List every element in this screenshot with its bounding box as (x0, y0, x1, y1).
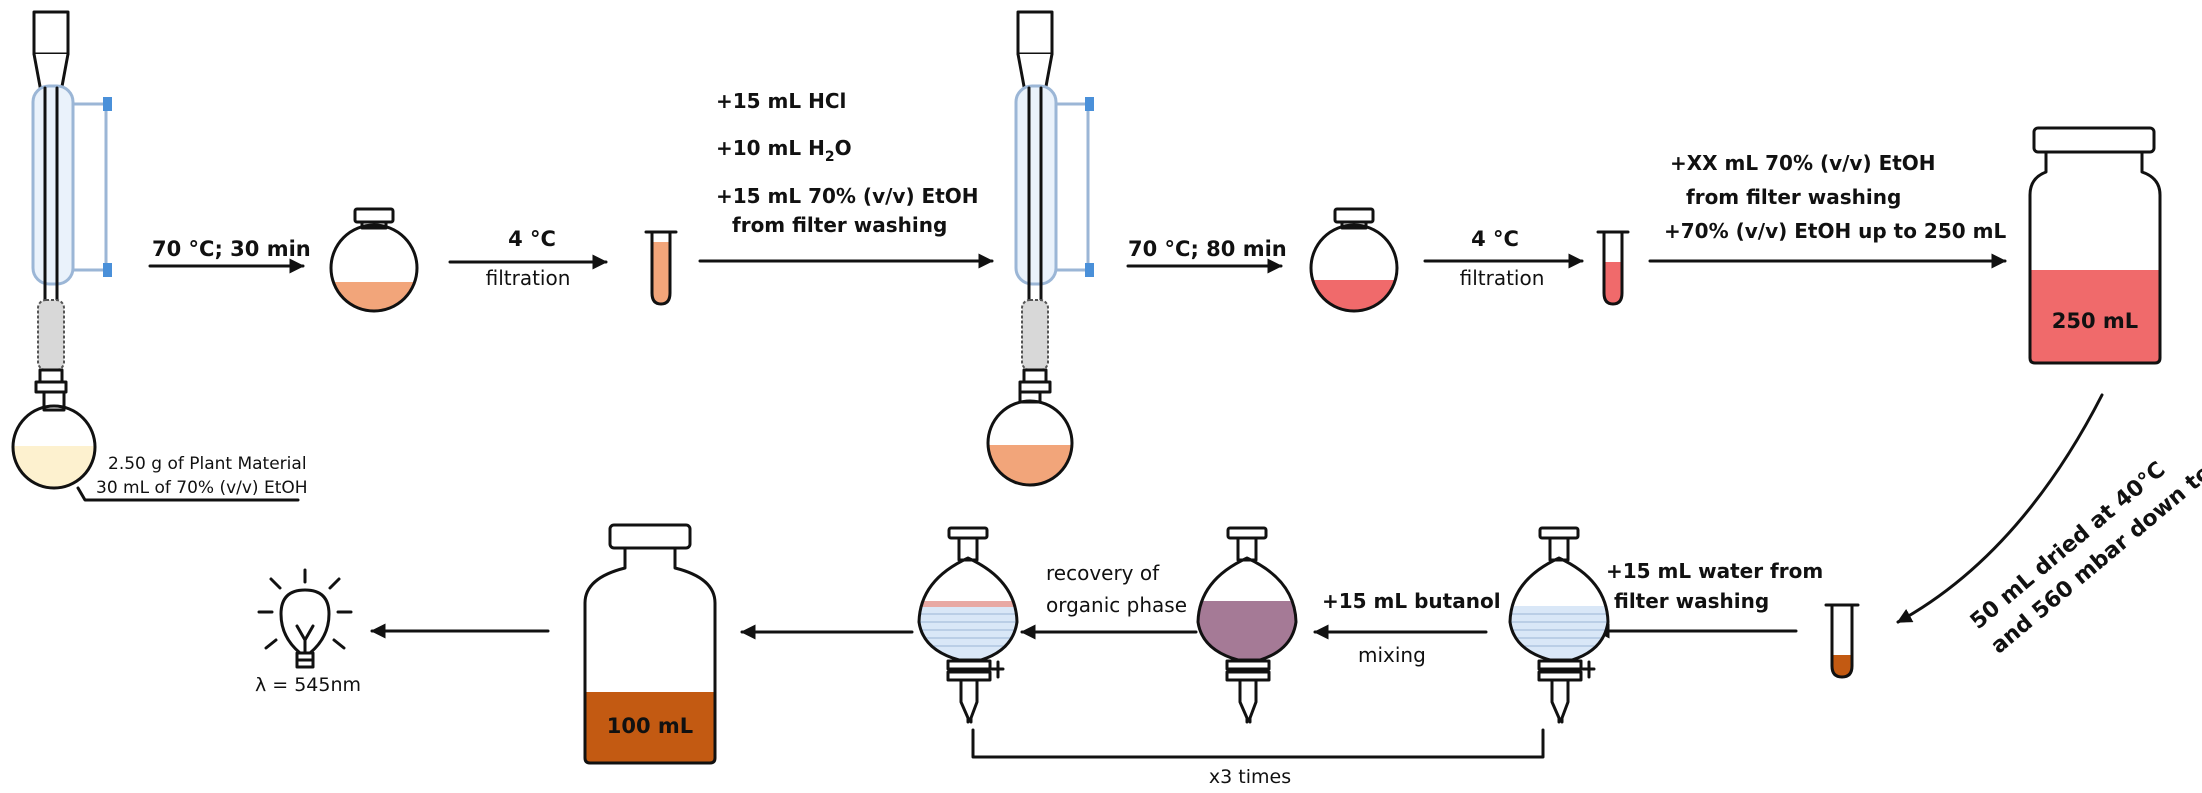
separatory-funnel-1 (1508, 526, 1610, 724)
add2-line1: +XX mL 70% (v/v) EtOH (1670, 151, 1936, 175)
round-flask-reflux-2 (986, 390, 1074, 487)
repeat-label: x3 times (1209, 766, 1291, 788)
cotton-plug-1 (37, 299, 65, 371)
start-materials-label: 2.50 g of Plant Material 30 mL of 70% (v… (76, 454, 308, 502)
bottle-250ml: 250 mL (2028, 126, 2162, 365)
drying-label: 50 mL dried at 40°C and 560 mbar down to… (1966, 392, 2202, 659)
cool-1-temp: 4 °C (508, 227, 556, 251)
add-etoh-source: from filter washing (732, 213, 947, 237)
step-cool-1: 4 °C filtration (448, 227, 608, 290)
cool-1-filtration: filtration (486, 266, 571, 290)
add2-line2: from filter washing (1686, 185, 1901, 209)
heat-2-label: 70 °C; 80 min (1128, 237, 1287, 261)
arrow-drying (1896, 393, 2104, 624)
step-add-butanol: +15 mL butanol mixing (1313, 589, 1501, 667)
add-water-end: O (835, 136, 852, 160)
start-label-line2: 30 mL of 70% (v/v) EtOH (96, 478, 308, 498)
add-butanol-label: +15 mL butanol (1322, 589, 1501, 613)
bottle-100-liquid (585, 692, 715, 763)
separatory-funnel-3 (917, 526, 1019, 724)
start-label-line1: 2.50 g of Plant Material (108, 454, 307, 474)
add-etoh: +15 mL 70% (v/v) EtOH (716, 184, 979, 208)
step-additions-2: +XX mL 70% (v/v) EtOH from filter washin… (1648, 151, 2007, 269)
add2-line3: +70% (v/v) EtOH up to 250 mL (1664, 219, 2006, 243)
bottle-250-label: 250 mL (2052, 309, 2138, 333)
step-recovery: recovery of organic phase (1020, 561, 1198, 640)
heat-1-label: 70 °C; 30 min (152, 237, 311, 261)
mixing-label: mixing (1358, 643, 1426, 667)
bottle-250-liquid (2030, 270, 2160, 363)
round-flask-1 (329, 207, 419, 313)
round-flask-2 (1309, 207, 1399, 313)
cool-2-temp: 4 °C (1471, 227, 1519, 251)
step-heat-2: 70 °C; 80 min (1126, 237, 1287, 274)
add-water-sub: 2 (825, 149, 835, 165)
joint-2 (1018, 368, 1052, 394)
bottle-100-label: 100 mL (607, 714, 693, 738)
cool-2-filtration: filtration (1460, 266, 1545, 290)
recovery-line1: recovery of (1046, 561, 1160, 585)
joint-1 (34, 368, 68, 394)
test-tube-1 (644, 230, 678, 306)
separatory-funnel-2 (1196, 526, 1298, 724)
add-water-line1: +15 mL water from (1606, 559, 1823, 583)
add-water: +10 mL H2O (716, 136, 852, 165)
add-water-main: +10 mL H (716, 136, 825, 160)
step-add-water: +15 mL water from filter washing (1594, 559, 1823, 639)
add-hcl: +15 mL HCl (716, 89, 846, 113)
test-tube-3 (1824, 603, 1860, 679)
cotton-plug-2 (1021, 299, 1049, 371)
add-water-line2: filter washing (1614, 589, 1769, 613)
step-cool-2: 4 °C filtration (1423, 227, 1584, 290)
bottle-100ml: 100 mL (583, 523, 717, 765)
condenser-2 (1014, 10, 1094, 302)
reflux-apparatus-2 (986, 10, 1094, 487)
wavelength-label: λ = 545nm (255, 674, 361, 696)
step-heat-1: 70 °C; 30 min (148, 237, 311, 274)
reflux-apparatus-1: 2.50 g of Plant Material 30 mL of 70% (v… (11, 10, 308, 502)
test-tube-2 (1596, 230, 1630, 306)
condenser-1 (31, 10, 112, 302)
step-drying: 50 mL dried at 40°C and 560 mbar down to… (1896, 392, 2202, 659)
lightbulb-icon (257, 568, 353, 669)
funnel-3-interface (919, 601, 1017, 607)
repeat-bracket: x3 times (971, 728, 1545, 788)
step-additions-1: +15 mL HCl +10 mL H2O +15 mL 70% (v/v) E… (698, 89, 994, 269)
recovery-line2: organic phase (1046, 593, 1187, 617)
